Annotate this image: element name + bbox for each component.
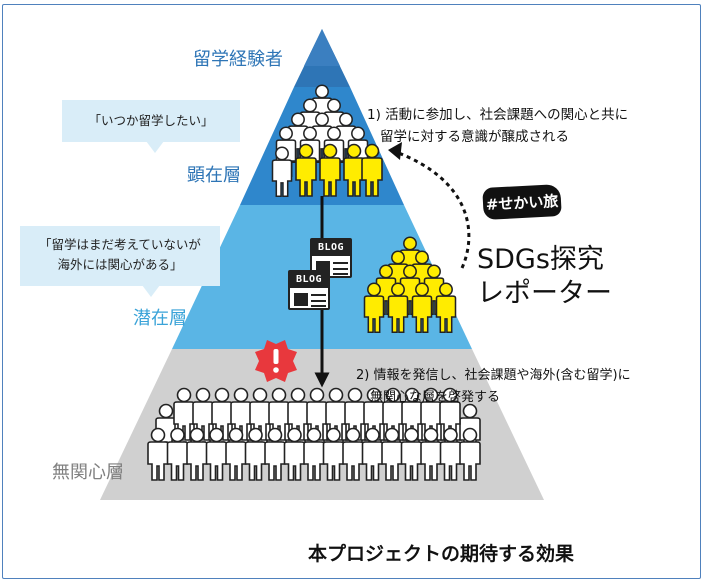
sekai-tabi-logo: #せかい旅 xyxy=(482,183,562,221)
note-2: 2) 情報を発信し、社会課題や海外(含む留学)に 無関心な層を啓発する xyxy=(356,365,631,409)
note-2-line2: 無関心な層を啓発する xyxy=(370,390,501,405)
note-2-line1: 2) 情報を発信し、社会課題や海外(含む留学)に xyxy=(356,368,631,383)
svg-text:#せかい旅: #せかい旅 xyxy=(485,192,558,214)
blog-icon: BLOG xyxy=(288,270,330,310)
alert-icon xyxy=(255,340,297,382)
bubble-latent-line1: 「留学はまだ考えていないが xyxy=(39,237,201,252)
note-1-line1: 1) 活動に参加し、社会課題への関心と共に xyxy=(367,107,629,123)
bubble-manifest-text: 「いつか留学したい」 xyxy=(88,113,214,128)
blog-icon-label: BLOG xyxy=(290,272,328,288)
note-1-line2: 留学に対する意識が醸成される xyxy=(380,129,569,145)
label-latent: 潜在層 xyxy=(133,308,187,329)
label-indifferent: 無関心層 xyxy=(52,462,124,483)
blog-icon-label: BLOG xyxy=(312,240,350,256)
bubble-manifest: 「いつか留学したい」 xyxy=(62,100,240,153)
dotted-arrow-head xyxy=(388,142,402,160)
bubble-latent: 「留学はまだ考えていないが 海外には関心がある」 xyxy=(20,226,220,297)
diagram-title: 本プロジェクトの期待する効果 xyxy=(308,543,575,565)
bubble-latent-line2: 海外には関心がある」 xyxy=(57,257,183,272)
reporter-label-line1: SDGs探究 xyxy=(477,244,604,275)
reporter-label: SDGs探究 レポーター xyxy=(477,243,612,311)
diagram-frame xyxy=(2,4,701,579)
reporter-label-line2: レポーター xyxy=(477,278,612,309)
label-manifest: 顕在層 xyxy=(187,165,241,186)
tier-top-highlight xyxy=(304,29,340,66)
note-1: 1) 活動に参加し、社会課題への関心と共に 留学に対する意識が醸成される xyxy=(367,104,628,148)
label-experienced: 留学経験者 xyxy=(193,49,283,70)
